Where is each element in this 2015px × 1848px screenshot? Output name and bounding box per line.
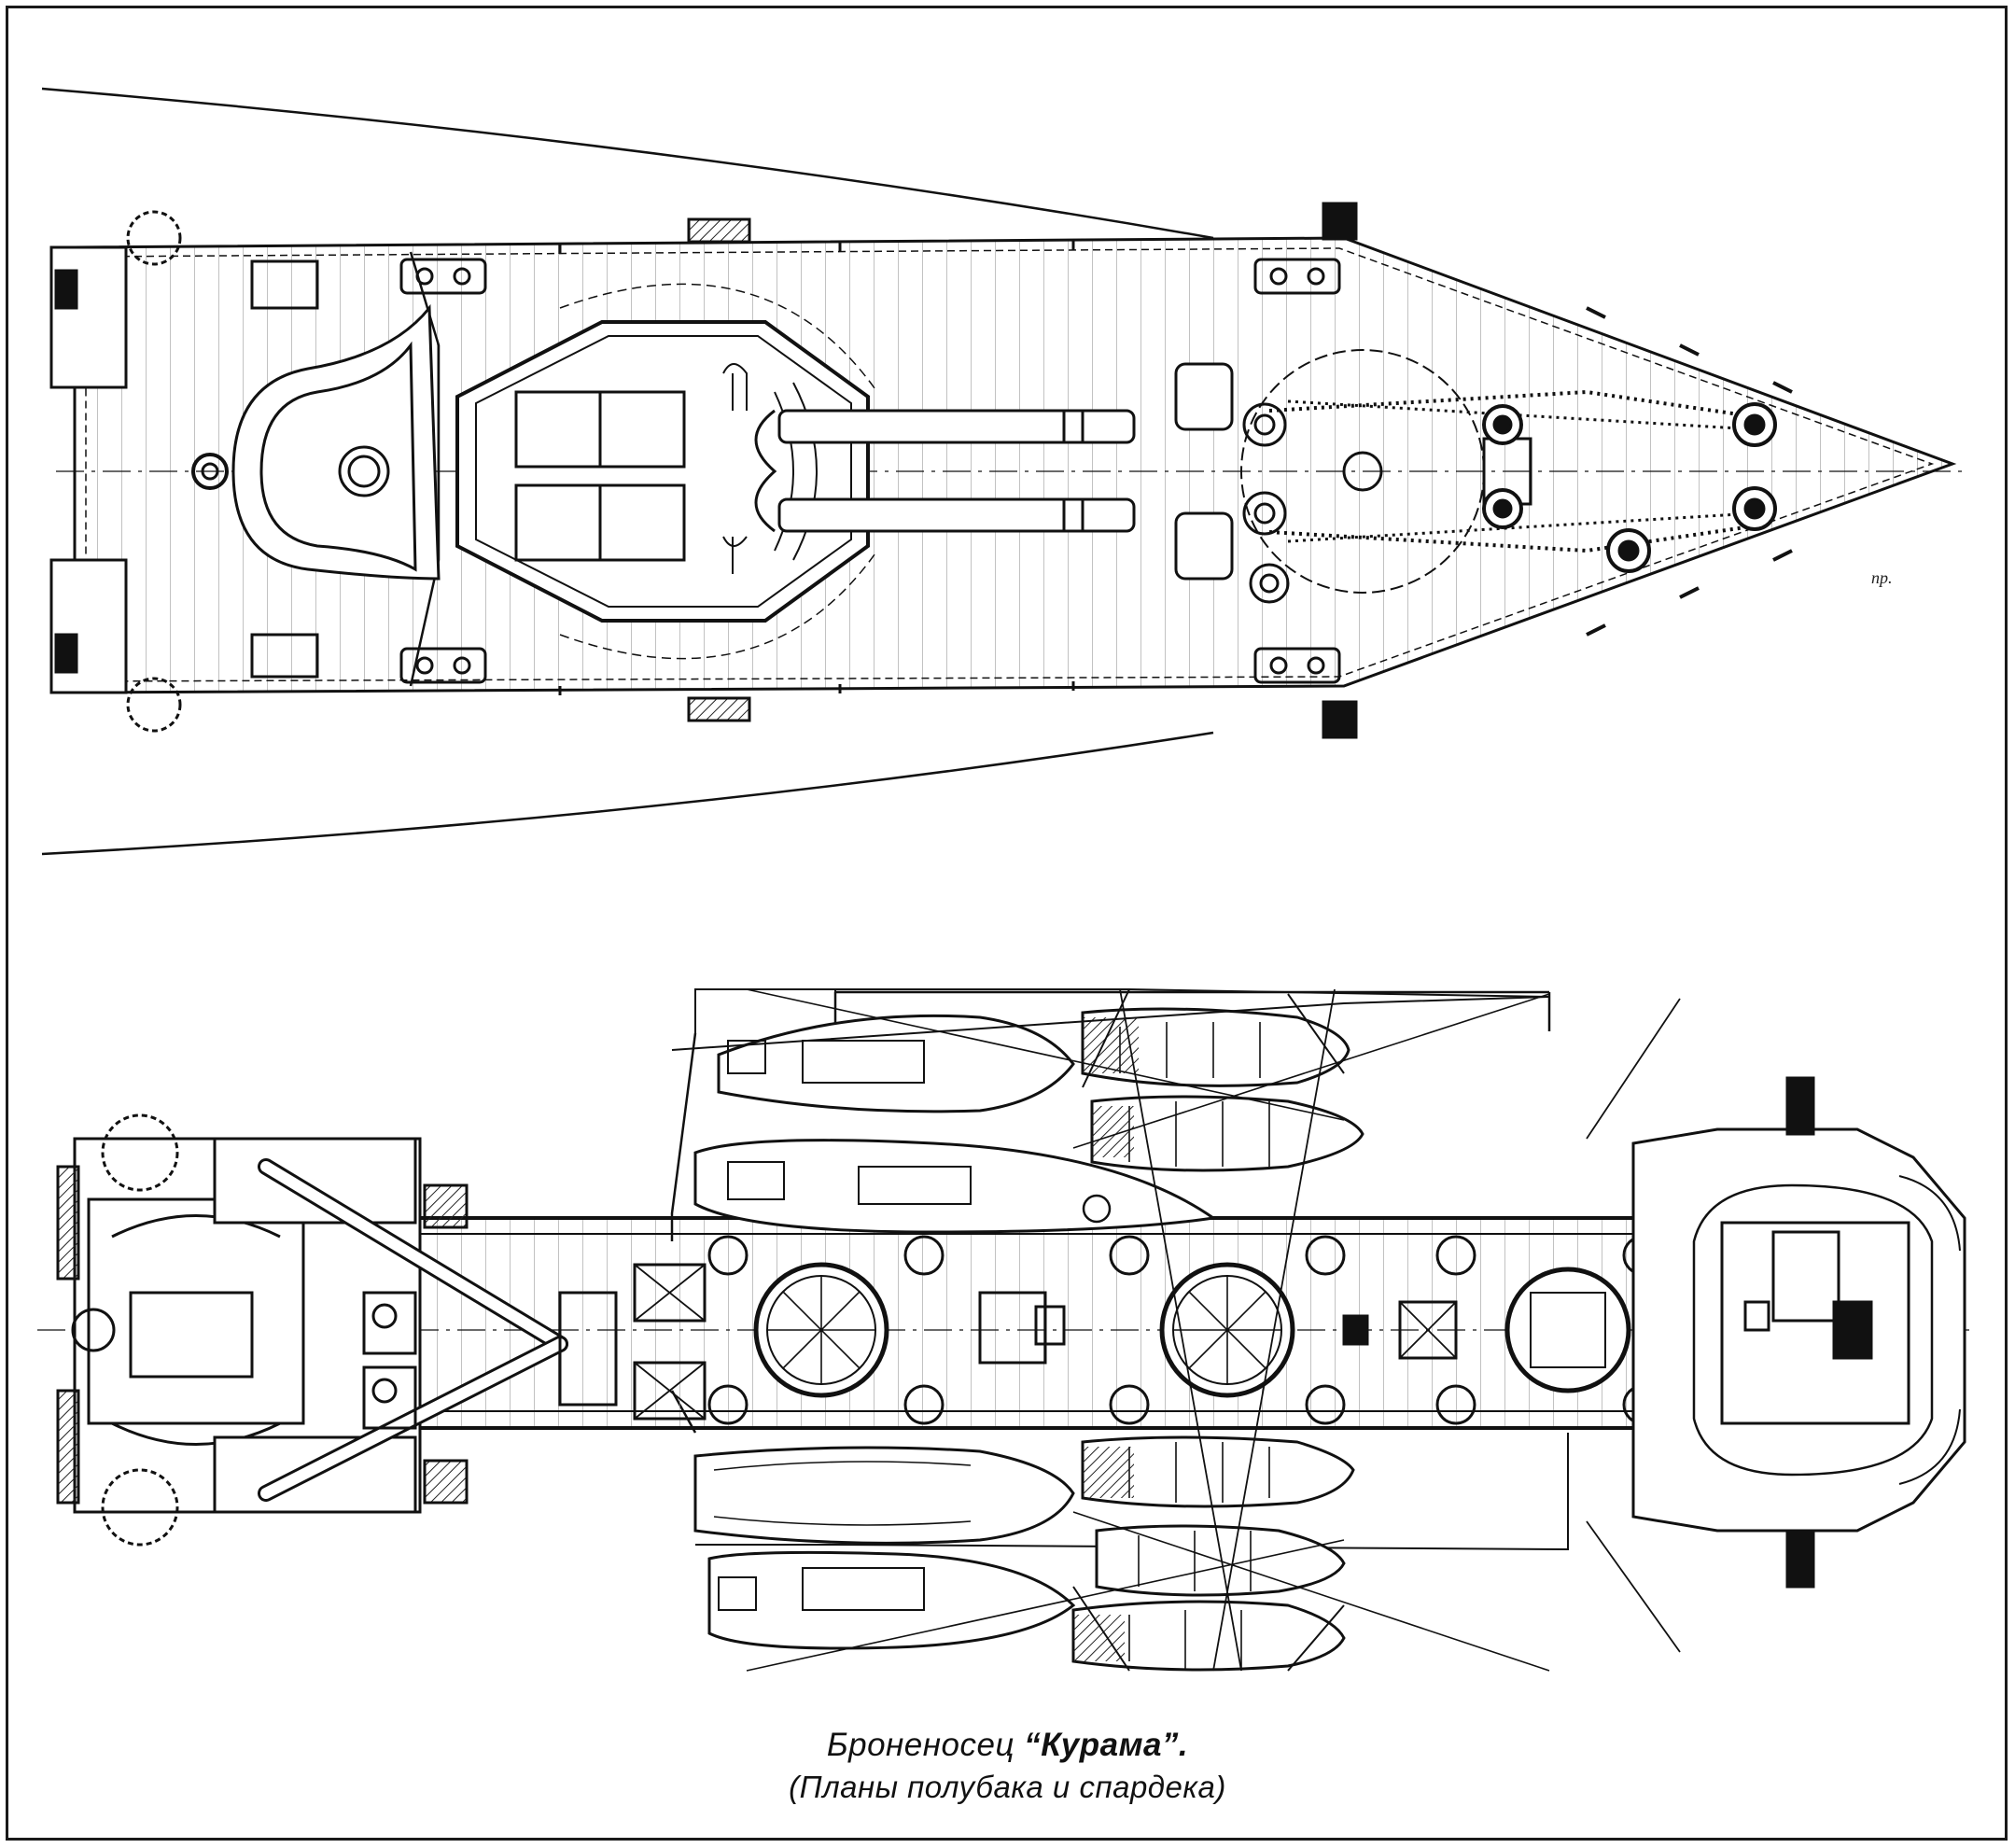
caption-title: Броненосец “Курама”.: [0, 1727, 2015, 1764]
forecastle-mark: пр.: [1871, 568, 1893, 587]
caption-ship-name: “Курама”.: [1024, 1727, 1189, 1763]
hull-outline-upper: [41, 87, 1214, 240]
caption-type-word: Броненосец: [826, 1727, 1014, 1763]
hull-outline-lower: [41, 731, 1214, 856]
page-frame: [6, 6, 2008, 1841]
spar-deck-plan: [37, 988, 1969, 1672]
caption-subtitle: (Планы полубака и спардека): [789, 1770, 1226, 1804]
figure-caption: Броненосец “Курама”. (Планы полубака и с…: [0, 1727, 2015, 1805]
forecastle-plan: [41, 87, 1969, 856]
